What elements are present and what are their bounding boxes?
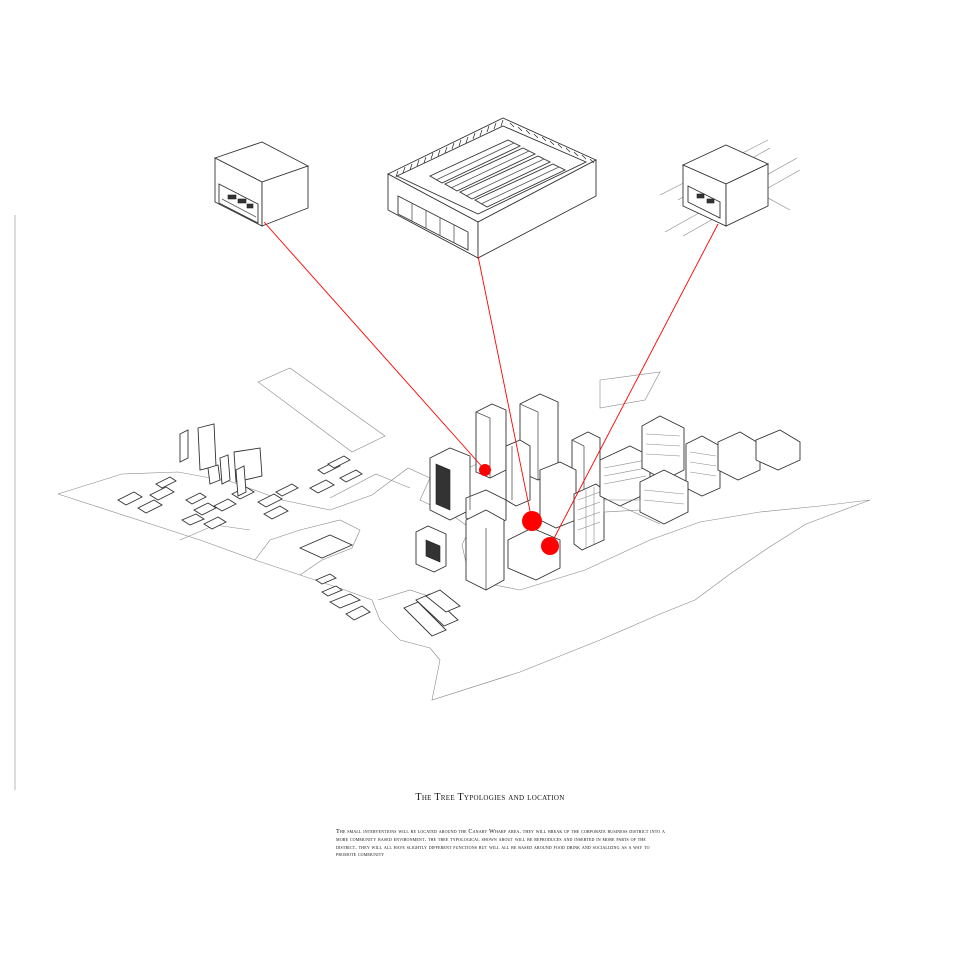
typology-1-location-marker — [479, 464, 491, 476]
typology-location-markers — [263, 221, 719, 555]
east-building-cluster — [599, 415, 801, 525]
typology-2-leader-line — [477, 255, 533, 522]
typology-3-location-marker — [541, 537, 559, 555]
site-context — [57, 367, 871, 701]
typology-1-axonometric — [213, 141, 310, 227]
typology-1-leader-line — [263, 221, 486, 471]
typology-3-axonometric — [659, 139, 801, 237]
typology-3-leader-line — [549, 223, 719, 547]
south-low-rise-buildings — [298, 525, 461, 637]
typology-2-axonometric — [387, 117, 598, 259]
typology-2-location-marker — [522, 511, 542, 531]
diagram-title: The Tree Typologies and location — [415, 792, 565, 803]
west-low-rise-buildings — [117, 423, 363, 530]
diagram-description: The small interventions will be located … — [336, 828, 665, 859]
